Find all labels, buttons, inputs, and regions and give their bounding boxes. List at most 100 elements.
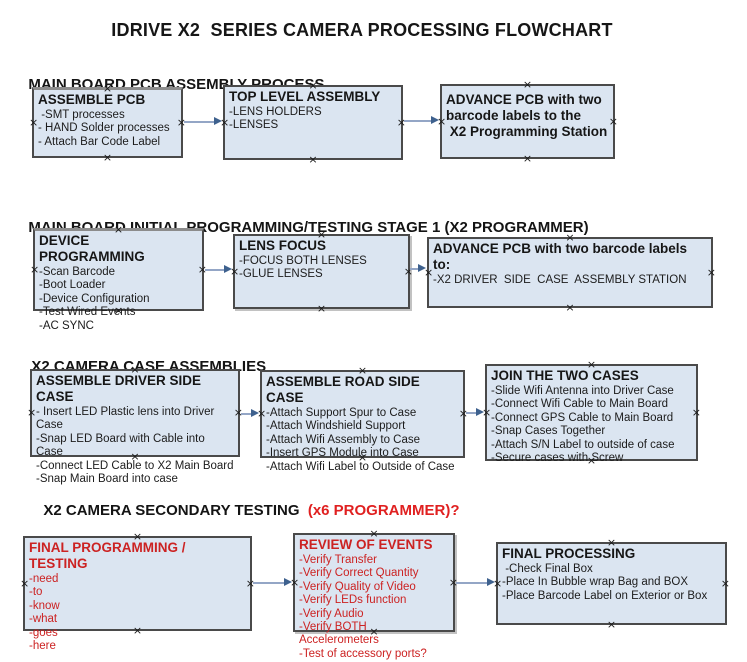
- box-advance-pcb-programming-station: ADVANCE PCB with two barcode labels to t…: [437, 79, 618, 164]
- connection-point-marker: ×: [20, 576, 30, 590]
- box-assemble-road-side-case: ASSEMBLE ROAD SIDE CASE -Attach Support …: [257, 365, 468, 473]
- section-heading-red-text: (x6 PROGRAMMER)?: [303, 502, 460, 519]
- box-item: -Boot Loader: [39, 279, 106, 292]
- connection-point-marker: ×: [691, 405, 701, 419]
- box-item: -need: [29, 573, 59, 585]
- arrow-line: [253, 581, 286, 584]
- connection-point-marker: ×: [30, 262, 40, 276]
- box-item: -to: [29, 586, 43, 599]
- box-item: - Attach Bar Code Label: [38, 135, 161, 148]
- flow-arrow-7: [253, 578, 292, 587]
- box-item: -Secure cases with Screw: [491, 452, 624, 465]
- flow-arrow-5: [241, 409, 259, 418]
- arrow-head-icon: [251, 409, 259, 417]
- box-assemble-driver-side-case: ASSEMBLE DRIVER SIDE CASE - Insert LED P…: [27, 364, 243, 485]
- box-item: -Attach Wifi Label to Outside of Case: [266, 460, 455, 473]
- box-item: -Attach Support Spur to Case: [266, 407, 417, 419]
- box-item: -know: [29, 599, 60, 612]
- arrow-line: [456, 581, 489, 584]
- box-item: -here: [29, 640, 56, 653]
- box-item: -Device Configuration: [39, 292, 150, 305]
- box-item: -Verify BOTH Accelerometers: [299, 621, 379, 647]
- box-title: DEVICE PROGRAMMING: [39, 233, 145, 264]
- box-item: -Verify Correct Quantity: [299, 567, 419, 580]
- arrow-head-icon: [214, 117, 222, 125]
- arrow-line: [404, 119, 433, 122]
- connection-point-marker: ×: [706, 265, 716, 279]
- flow-arrow-3: [205, 265, 232, 274]
- box-item: -Verify LEDs function: [299, 594, 407, 607]
- box-title: LENS FOCUS: [239, 238, 327, 253]
- box-items: -SMT processes- HAND Solder processes- A…: [38, 109, 177, 149]
- arrow-line: [410, 267, 420, 270]
- arrow-line: [466, 411, 478, 414]
- box-items: -FOCUS BOTH LENSES-GLUE LENSES: [239, 255, 404, 282]
- box-items: -Scan Barcode-Boot Loader-Device Configu…: [39, 266, 198, 333]
- box-item: -FOCUS BOTH LENSES: [239, 255, 367, 267]
- box-item: -Attach Windshield Support: [266, 420, 406, 433]
- connection-point-marker: ×: [522, 152, 533, 165]
- box-item: -GLUE LENSES: [239, 268, 323, 281]
- box-title: ASSEMBLE PCB: [38, 92, 146, 107]
- box-title: REVIEW OF EVENTS: [299, 537, 433, 552]
- connection-point-marker: ×: [720, 576, 730, 590]
- box-item: -Verify Quality of Video: [299, 580, 416, 593]
- box-title: ADVANCE PCB with two barcode labels to t…: [446, 92, 608, 139]
- flow-arrow-2: [404, 116, 439, 125]
- arrow-head-icon: [284, 578, 292, 586]
- box-item: -Snap Cases Together: [491, 425, 606, 438]
- box-item: -LENSES: [229, 119, 279, 132]
- connection-point-marker: ×: [27, 405, 37, 419]
- box-item: - HAND Solder processes: [38, 122, 170, 135]
- arrow-head-icon: [476, 408, 484, 416]
- box-assemble-pcb: ASSEMBLE PCB -SMT processes- HAND Solder…: [29, 83, 186, 163]
- box-items: -need-to-know-what-goes-here: [29, 573, 246, 653]
- box-item: -Connect Wifi Cable to Main Board: [491, 398, 669, 411]
- flow-arrow-8: [456, 578, 495, 587]
- connection-point-marker: ×: [565, 301, 575, 314]
- connection-point-marker: ×: [606, 618, 617, 631]
- box-item: -goes: [29, 626, 58, 639]
- box-item: -Verify Transfer: [299, 554, 377, 566]
- box-item: -Test of accessory ports?: [299, 647, 427, 660]
- arrow-head-icon: [487, 578, 495, 586]
- box-item: -Check Final Box: [502, 563, 593, 575]
- connection-point-marker: ×: [608, 114, 618, 128]
- box-item: -Place In Bubble wrap Bag and BOX: [502, 576, 689, 589]
- box-item: -what: [29, 613, 58, 626]
- section-heading-text: X2 CAMERA SECONDARY TESTING: [43, 502, 304, 519]
- box-items: -X2 DRIVER SIDE CASE ASSEMBLY STATION: [433, 274, 707, 287]
- box-items: - Insert LED Plastic lens into Driver Ca…: [36, 406, 234, 486]
- arrow-head-icon: [418, 264, 426, 272]
- box-device-programming: DEVICE PROGRAMMING -Scan Barcode-Boot Lo…: [30, 224, 207, 332]
- connection-point-marker: ×: [102, 151, 113, 164]
- box-item: -Attach Wifi Assembly to Case: [266, 433, 421, 446]
- box-title: JOIN THE TWO CASES: [491, 368, 639, 383]
- box-title: TOP LEVEL ASSEMBLY: [229, 89, 381, 104]
- box-review-of-events: REVIEW OF EVENTS -Verify Transfer-Verify…: [290, 528, 458, 660]
- box-items: -Slide Wifi Antenna into Driver Case-Con…: [491, 385, 692, 465]
- connection-point-marker: ×: [308, 153, 318, 166]
- box-item: -Scan Barcode: [39, 266, 116, 278]
- flow-arrow-1: [184, 117, 222, 126]
- box-item: - Insert LED Plastic lens into Driver Ca…: [36, 406, 218, 432]
- box-top-level-assembly: TOP LEVEL ASSEMBLY -LENS HOLDERS-LENSES …: [220, 80, 406, 165]
- connection-point-marker: ×: [29, 115, 39, 129]
- box-title: ADVANCE PCB with two barcode labels to:: [433, 241, 691, 272]
- box-title: FINAL PROGRAMMING / TESTING: [29, 540, 190, 571]
- box-item: -Attach S/N Label to outside of case: [491, 438, 675, 451]
- box-item: -SMT processes: [38, 109, 125, 121]
- box-final-processing: FINAL PROCESSING -Check Final Box-Place …: [493, 537, 730, 630]
- box-item: -AC SYNC: [39, 319, 94, 332]
- box-items: -Attach Support Spur to Case-Attach Wind…: [266, 407, 459, 474]
- connection-point-marker: ×: [522, 78, 533, 91]
- section-heading-secondary-testing: X2 CAMERA SECONDARY TESTING (x6 PROGRAMM…: [35, 485, 460, 519]
- box-item: -Snap Main Board into case: [36, 473, 178, 486]
- box-item: -Connect GPS Cable to Main Board: [491, 411, 674, 424]
- box-item: -Connect LED Cable to X2 Main Board: [36, 459, 234, 472]
- box-items: -LENS HOLDERS-LENSES: [229, 106, 397, 133]
- box-title: ASSEMBLE DRIVER SIDE CASE: [36, 373, 205, 404]
- box-title: ASSEMBLE ROAD SIDE CASE: [266, 374, 424, 405]
- flow-arrow-6: [466, 408, 484, 417]
- box-items: -Verify Transfer-Verify Correct Quantity…: [299, 554, 449, 661]
